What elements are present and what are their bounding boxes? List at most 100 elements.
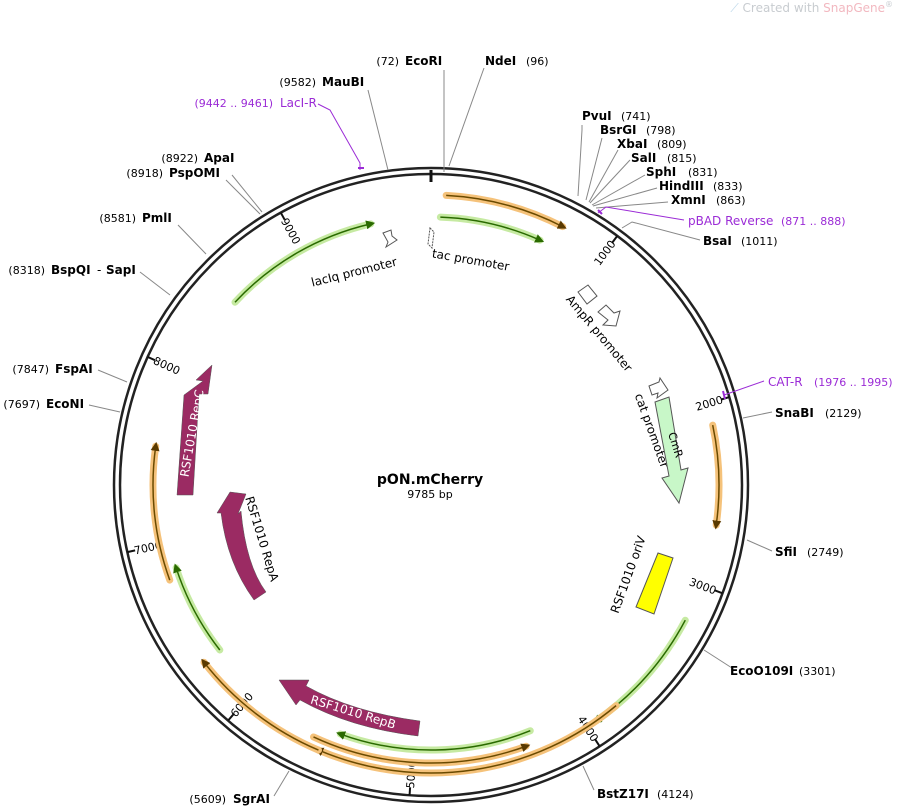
feature-tac-promoter: tac promoter [431, 246, 510, 273]
site-bsrgi: BsrGI [600, 123, 637, 137]
cmr-feature [654, 396, 689, 505]
site-pos-xmni: (863) [716, 194, 746, 207]
rsf1010-repb-feature [278, 679, 421, 737]
site-pos-maubi: (9582) [279, 76, 316, 89]
site-pos-xbai: (809) [657, 138, 687, 151]
site-sali: SalI [631, 151, 656, 165]
site-sphi: SphI [646, 165, 676, 179]
site-ecori: EcoRI [405, 54, 442, 68]
site-pos-ecori: (72) [376, 55, 399, 68]
scale-tick-label: 7000 [133, 539, 163, 558]
tac-promoter-icon [427, 226, 435, 250]
orf-arc [314, 705, 617, 774]
site-sapi: SapI [106, 263, 136, 277]
orf-arc [711, 424, 722, 530]
snapgene-logo-icon: ⟋ [730, 1, 743, 15]
scale-tick [408, 787, 412, 796]
orf-arc-highlight [231, 220, 375, 306]
scale-tick [127, 549, 136, 554]
orf-arcs [149, 191, 723, 777]
scale-tick [227, 713, 234, 722]
site-bstz17i: BstZ17I [597, 787, 649, 801]
primer-cat-r: CAT-R [768, 375, 803, 389]
orf-arc [234, 220, 376, 303]
site-pos-sfii: (2749) [807, 546, 844, 559]
orf-arc [173, 563, 221, 651]
site-fspai: FspAI [55, 362, 93, 376]
site-maubi: MauBI [322, 75, 364, 89]
pbad-reverse-primer-mark [597, 209, 603, 215]
rsf1010-repa-feature [216, 491, 267, 601]
site-pos-ecoo109i: (3301) [799, 665, 836, 678]
site-pos-pvui: (741) [621, 110, 651, 123]
ampr-promoter-icon [597, 304, 621, 327]
scale-tick-label: 2000 [694, 393, 725, 413]
site-pos-fspai: (7847) [12, 363, 49, 376]
site-sgrai: SgrAI [233, 792, 270, 806]
primer-pos-cat-r: (1976 .. 1995) [814, 376, 893, 389]
plasmid-name: pON.mCherry [377, 472, 483, 488]
rsf1010-oriv-feature [635, 552, 674, 615]
site-ndei: NdeI [485, 54, 516, 68]
orf-arc [150, 441, 171, 581]
orf-arc [313, 736, 531, 764]
site-econi: EcoNI [46, 397, 84, 411]
orf-arc-highlight [172, 564, 224, 654]
site-pos-pspomi: (8918) [126, 167, 163, 180]
primer-laci-r: LacI-R [280, 96, 317, 110]
cat-promoter-icon [648, 376, 669, 400]
site-pos-sphi: (831) [688, 166, 718, 179]
site-pos-pmli: (8581) [99, 212, 136, 225]
scale-tick [279, 212, 286, 221]
site-pos-bspqi: (8318) [8, 264, 45, 277]
scale-tick [147, 355, 156, 362]
scale-tick [714, 589, 723, 595]
scale-tick-label: 8000 [151, 354, 182, 377]
site-pos-bsai: (1011) [741, 235, 778, 248]
rsf1010-repc-feature [176, 364, 213, 496]
scale-tick-label: 3000 [687, 575, 718, 597]
site-xbai: XbaI [617, 137, 647, 151]
site-sfii: SfiI [775, 545, 797, 559]
site-hindiii: HindIII [659, 179, 704, 193]
site-pspomi: PspOMI [169, 166, 220, 180]
site-pos-econi: (7697) [3, 398, 40, 411]
site-pos-apai: (8922) [161, 152, 198, 165]
site-pos-snabi: (2129) [825, 407, 862, 420]
ampr-promoter-box-icon [577, 284, 598, 305]
site-snabi: SnaBI [775, 406, 814, 420]
snapgene-watermark: ⟋ Created with SnapGene® [730, 0, 893, 15]
cat-r-primer-mark [722, 390, 726, 400]
site-pos-sgrai: (5609) [189, 793, 226, 806]
site-pmli: PmlI [142, 211, 172, 225]
site-bsai: BsaI [703, 234, 732, 248]
site-pos-bsrgi: (798) [646, 124, 676, 137]
orf-arc [336, 730, 531, 751]
site-ecoo109i: EcoO109I [730, 664, 793, 678]
scale-tick [611, 235, 619, 243]
site-leaders [88, 67, 773, 797]
feature-rsf1010-repb: RSF1010 RepB [309, 693, 397, 732]
orf-arc [440, 216, 545, 243]
feature-ampr-promoter: AmpR promoter [563, 292, 635, 374]
orf-arc-highlight [592, 616, 689, 725]
site-pos-bstz17i: (4124) [657, 788, 694, 801]
feature-laciq-promoter: lacIq promoter [310, 255, 399, 290]
site-xmni: XmnI [671, 193, 706, 207]
orf-arc-highlight [149, 442, 174, 584]
plasmid-size: 9785 bp [407, 488, 452, 501]
primer-pos-pbad-reverse: (871 .. 888) [781, 215, 846, 228]
site-apai: ApaI [204, 151, 234, 165]
primer-pbad-reverse: pBAD Reverse [688, 214, 773, 228]
scale-tick [594, 739, 601, 747]
orf-arc [592, 619, 686, 724]
site-pos-hindiii: (833) [713, 180, 743, 193]
orf-arc-highlight [436, 213, 544, 244]
site-pos-sali: (815) [667, 152, 697, 165]
scale-tick-label: 9000 [278, 216, 303, 247]
primer-pos-laci-r: (9442 .. 9461) [194, 97, 273, 110]
site-pvui: PvuI [582, 109, 612, 123]
site-pos-ndei: (96) [526, 55, 549, 68]
